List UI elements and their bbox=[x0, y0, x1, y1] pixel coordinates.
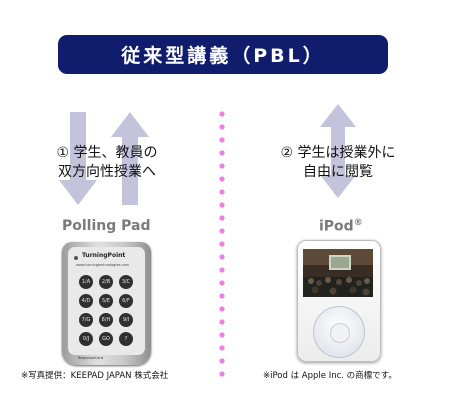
arrow-down-left bbox=[59, 112, 97, 205]
arrow-up-left bbox=[111, 112, 149, 205]
polling-pad-device: TurningPoint www.turningtechnologies.com… bbox=[62, 242, 151, 365]
ipod-label-text: iPod bbox=[319, 218, 354, 235]
key-go: GO bbox=[99, 332, 113, 346]
status-led bbox=[74, 256, 78, 260]
lecture-photo-icon bbox=[303, 249, 373, 297]
key-1a: 1/A bbox=[79, 275, 93, 289]
right-caption: ② 学生は授業外に 自由に閲覧 bbox=[268, 144, 408, 182]
key-4d: 4/D bbox=[79, 294, 93, 308]
turningpoint-logo: TurningPoint bbox=[82, 252, 126, 259]
arrow-bidirectional-right bbox=[320, 104, 356, 198]
right-credit: ※iPod は Apple Inc. の商標です。 bbox=[263, 371, 397, 381]
key-5e: 5/E bbox=[99, 294, 113, 308]
click-wheel bbox=[313, 306, 365, 358]
turningpoint-url: www.turningtechnologies.com bbox=[76, 263, 129, 267]
key-7g: 7/G bbox=[79, 313, 93, 327]
ipod-device bbox=[297, 240, 381, 362]
key-6f: 6/F bbox=[119, 294, 133, 308]
registered-mark: ® bbox=[353, 218, 363, 228]
left-caption: ① 学生、教員の 双方向性授業へ bbox=[52, 144, 162, 182]
center-button bbox=[330, 323, 350, 343]
left-credit: ※写真提供：KEEPAD JAPAN 株式会社 bbox=[21, 371, 169, 381]
key-9i: 9/I bbox=[119, 313, 133, 327]
banner-title: 従来型講義（PBL） bbox=[58, 35, 388, 74]
key-2b: 2/B bbox=[99, 275, 113, 289]
left-caption-line1: ① 学生、教員の bbox=[56, 145, 158, 161]
key-3c: 3/C bbox=[119, 275, 133, 289]
key-question: ? bbox=[119, 332, 133, 346]
ipod-screen bbox=[303, 249, 373, 297]
responsecard-label: ResponseCard bbox=[78, 356, 103, 360]
key-8h: 8/H bbox=[99, 313, 113, 327]
polling-pad-label: Polling Pad bbox=[62, 218, 151, 234]
key-0j: 0/J bbox=[79, 332, 93, 346]
ipod-label: iPod® bbox=[319, 218, 363, 235]
left-caption-line2: 双方向性授業へ bbox=[58, 164, 156, 180]
dotted-divider bbox=[219, 111, 225, 377]
right-caption-line2: 自由に閲覧 bbox=[303, 164, 373, 180]
right-caption-line1: ② 学生は授業外に bbox=[280, 145, 396, 161]
